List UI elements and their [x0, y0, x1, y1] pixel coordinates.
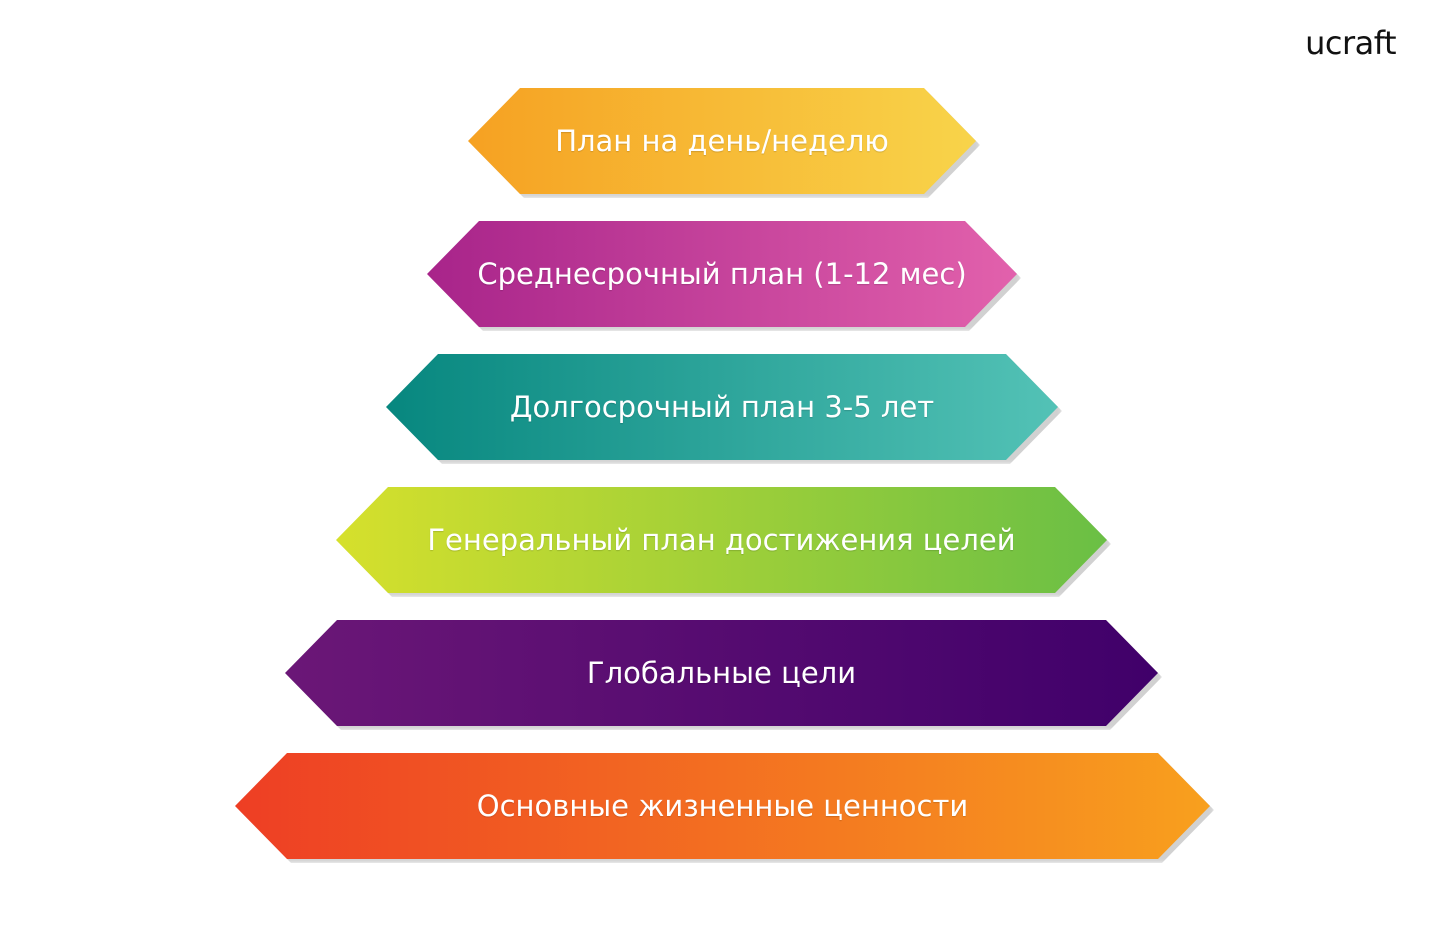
tier-general-plan: Генеральный план достижения целей: [336, 487, 1107, 593]
tier-core-life-values: Основные жизненные ценности: [235, 753, 1210, 859]
tier-long-term-plan: Долгосрочный план 3-5 лет: [386, 354, 1058, 460]
ucraft-logo: ucraft: [1305, 24, 1396, 62]
tier-label: Основные жизненные ценности: [476, 789, 969, 823]
tier-medium-term-plan: Среднесрочный план (1-12 мес): [427, 221, 1017, 327]
tier-label: Среднесрочный план (1-12 мес): [477, 257, 967, 291]
tier-label: Генеральный план достижения целей: [427, 523, 1016, 557]
tier-daily-weekly-plan: План на день/неделю: [468, 88, 976, 194]
tier-label: Долгосрочный план 3-5 лет: [509, 390, 935, 424]
tier-label: План на день/неделю: [555, 124, 889, 158]
tier-global-goals: Глобальные цели: [285, 620, 1158, 726]
tier-label: Глобальные цели: [586, 656, 857, 690]
